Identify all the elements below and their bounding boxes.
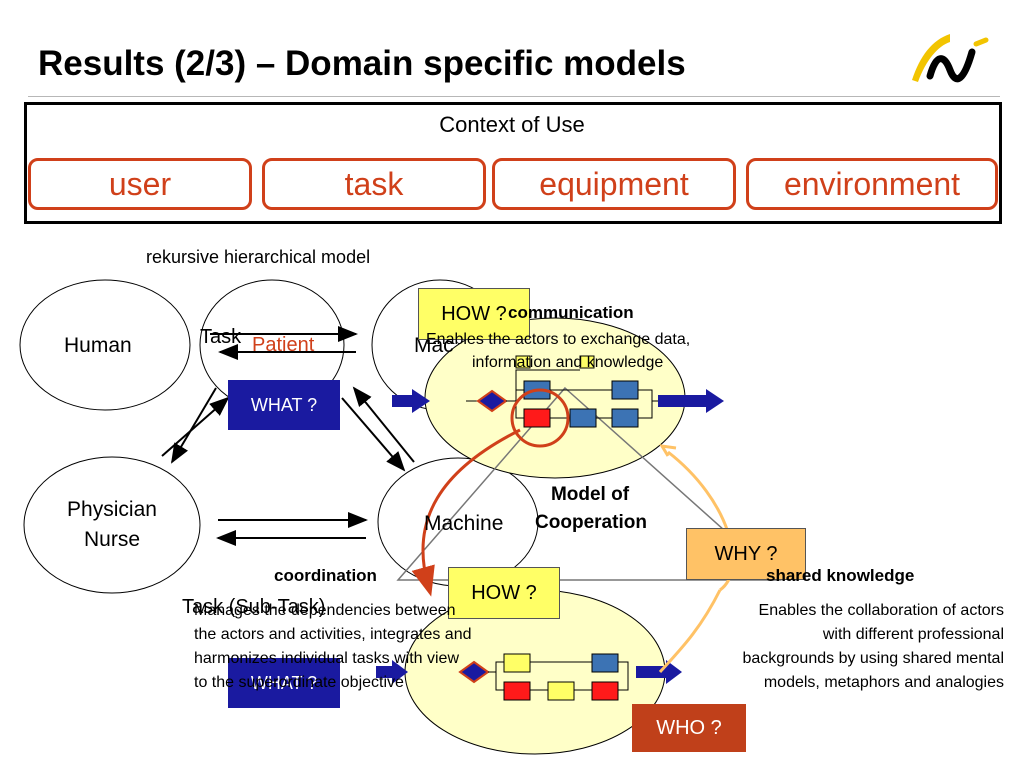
human-label: Human: [64, 334, 132, 357]
coordination-line-2: the actors and activities, integrates an…: [194, 626, 472, 643]
communication-line-2: information and knowledge: [472, 354, 664, 371]
task-sub-task-label: Task (Sub-Task): [182, 596, 326, 618]
coordination-heading: coordination: [274, 566, 377, 585]
physician-label: Physician: [67, 498, 157, 521]
how-box-top: HOW ?: [418, 288, 530, 340]
how-box-bottom: HOW ?: [448, 567, 560, 619]
communication-heading: communication: [508, 303, 634, 322]
cooperation-triangle: [396, 386, 782, 581]
task-label: Task: [200, 326, 242, 348]
nurse-label: Nurse: [83, 528, 141, 551]
shared-knowledge-line-3: backgrounds by using shared mental: [742, 650, 1005, 667]
who-box: WHO ?: [632, 704, 746, 752]
machine-label: Machine: [424, 512, 504, 535]
context-item-equipment: equipment: [492, 158, 736, 210]
coordination-line-1: Manages the dependencies between: [194, 602, 456, 619]
title-divider: [28, 96, 1000, 97]
what-box-bottom: WHAT ?: [228, 658, 340, 708]
diagram-subtitle: rekursive hierarchical model: [146, 247, 371, 267]
context-item-environment: environment: [746, 158, 998, 210]
context-item-user: user: [28, 158, 252, 210]
model-label-line-2: Cooperation: [535, 512, 647, 533]
shared-knowledge-line-2: with different professional: [822, 626, 1004, 643]
human-ellipse: [19, 279, 191, 411]
coordination-line-3: harmonizes individual tasks with view: [194, 650, 459, 667]
shared-knowledge-heading: shared knowledge: [766, 566, 915, 585]
shared-knowledge-line-1: Enables the collaboration of actors: [758, 602, 1004, 619]
coordination-line-4: to the superordinate objective: [194, 674, 404, 691]
why-box: WHY ?: [686, 528, 806, 580]
context-item-task: task: [262, 158, 486, 210]
context-title: Context of Use: [439, 112, 585, 137]
shared-knowledge-line-4: models, metaphors and analogies: [763, 674, 1004, 691]
what-box-top: WHAT ?: [228, 380, 340, 430]
slide-title: Results (2/3) – Domain specific models: [38, 44, 686, 83]
physician-ellipse: [23, 456, 201, 594]
communication-line-1: Enables the actors to exchange data,: [426, 331, 691, 348]
patient-label: Patient: [252, 334, 315, 356]
logo-icon: [912, 34, 989, 83]
model-label-line-1: Model of: [550, 484, 630, 505]
